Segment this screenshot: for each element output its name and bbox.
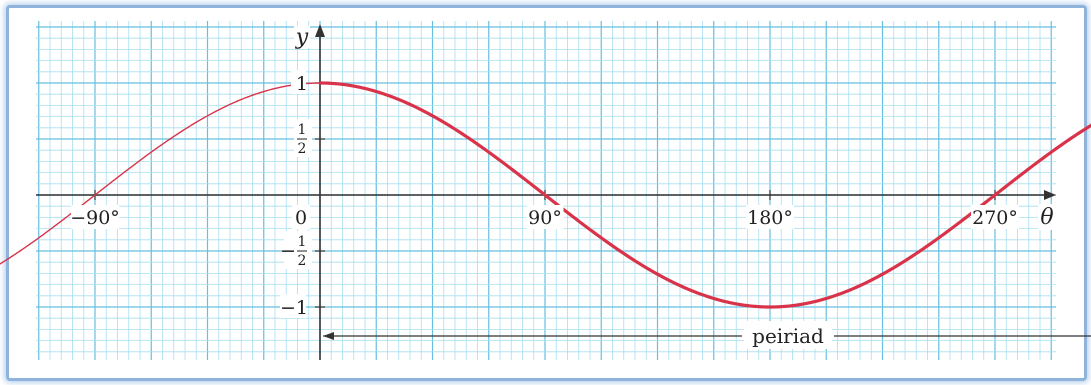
y-tick-label: 1 xyxy=(296,73,308,95)
y-axis-arrow xyxy=(315,24,325,37)
y-tick-label: −1 xyxy=(280,297,308,319)
cosine-curve-one-period xyxy=(319,81,1091,309)
y-tick-denominator: 2 xyxy=(298,141,307,157)
label-background xyxy=(971,205,1019,229)
period-annotation: peiriad xyxy=(323,321,1091,349)
label-background xyxy=(1038,204,1056,230)
origin-label: 0 xyxy=(295,207,307,229)
labels: −180°−90°90°180°270°360°450°540°0112−12−… xyxy=(70,25,1056,319)
y-tick-numerator: 1 xyxy=(298,122,307,138)
x-axis-label: θ xyxy=(1040,205,1053,230)
label-background xyxy=(280,294,306,318)
label-background xyxy=(284,231,312,269)
grid-background xyxy=(36,21,1056,360)
label-background xyxy=(291,70,306,94)
period-label-background xyxy=(744,321,832,349)
x-axis-arrow xyxy=(1044,190,1056,200)
label-background xyxy=(294,119,312,157)
x-tick-label: 90° xyxy=(528,207,562,229)
x-tick-label: 180° xyxy=(747,207,793,229)
curves xyxy=(0,81,1091,309)
label-background xyxy=(292,205,310,229)
y-tick-denominator: 2 xyxy=(298,253,307,269)
y-axis-label: y xyxy=(295,25,309,50)
grid-lines xyxy=(36,21,1056,360)
x-tick-label: 270° xyxy=(972,207,1018,229)
label-background xyxy=(526,205,564,229)
x-tick-label: −90° xyxy=(70,207,120,229)
period-arrowhead-left xyxy=(323,332,334,340)
y-tick-numerator: 1 xyxy=(298,234,307,250)
y-tick-sign: − xyxy=(280,240,296,262)
period-label: peiriad xyxy=(752,324,824,348)
label-background xyxy=(746,205,794,229)
label-background xyxy=(71,205,119,229)
label-background xyxy=(294,26,310,48)
